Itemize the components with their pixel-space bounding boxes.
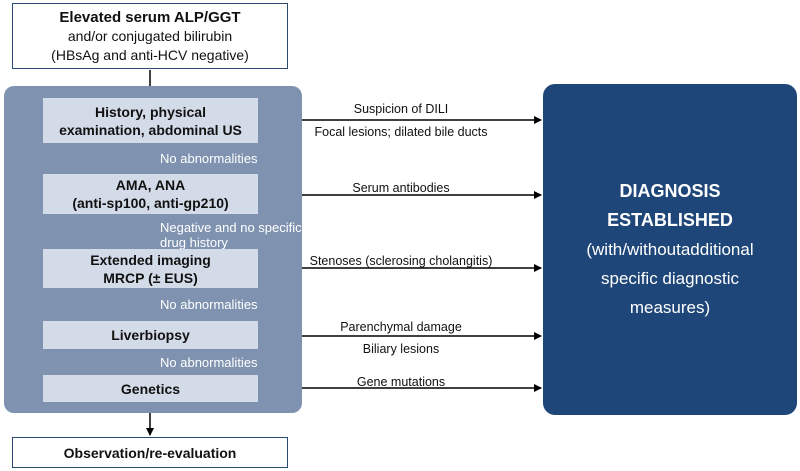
step-history-exam: History, physical examination, abdominal…: [43, 98, 258, 143]
transition-label-4: No abnormalities: [160, 355, 258, 370]
step-antibodies-line-1: AMA, ANA: [115, 177, 186, 193]
finding-parenchymal-label: Parenchymal damage: [340, 320, 462, 334]
step-biopsy-label: Liverbiopsy: [111, 327, 190, 343]
diagnosis-line-2: ESTABLISHED: [607, 210, 733, 230]
start-line-1: Elevated serum ALP/GGT: [59, 8, 241, 26]
step-history-line-2: examination, abdominal US: [59, 121, 242, 138]
finding-stenoses-label: Stenoses (sclerosing cholangitis): [309, 254, 493, 268]
finding-dili-label: Suspicion of DILI: [353, 102, 449, 116]
observation-box: Observation/re-evaluation: [12, 437, 288, 468]
step-extended-imaging: Extended imaging MRCP (± EUS): [43, 249, 258, 288]
finding-focal-lesions-label: Focal lesions; dilated bile ducts: [314, 125, 488, 139]
diagnosis-line-4: specific diagnostic: [601, 269, 739, 288]
transition-label-1: No abnormalities: [160, 151, 258, 166]
start-line-2: and/or conjugated bilirubin: [67, 27, 233, 44]
step-genetics-label: Genetics: [120, 380, 181, 397]
step-liver-biopsy: Liverbiopsy: [43, 321, 258, 349]
step-antibodies-line-2: (anti-sp100, anti-gp210): [72, 195, 229, 211]
transition-label-2-line-1: Negative and no specific: [160, 220, 302, 235]
observation-label: Observation/re-evaluation: [63, 444, 237, 461]
diagnosis-line-1: DIAGNOSIS: [619, 181, 721, 201]
step-antibodies: AMA, ANA (anti-sp100, anti-gp210): [43, 174, 258, 214]
step-imaging-line-2: MRCP (± EUS): [103, 269, 198, 286]
finding-serum-antibodies-label: Serum antibodies: [352, 181, 450, 195]
step-imaging-line-1: Extended imaging: [90, 251, 211, 268]
step-history-line-1: History, physical: [94, 103, 206, 120]
start-criteria-box: Elevated serum ALP/GGT and/or conjugated…: [12, 3, 288, 69]
finding-biliary-label: Biliary lesions: [362, 342, 440, 356]
step-genetics: Genetics: [43, 375, 258, 402]
start-line-3: (HBsAg and anti-HCV negative): [51, 46, 249, 63]
diagnosis-line-3: (with/withoutadditional: [586, 240, 754, 259]
transition-label-3: No abnormalities: [160, 297, 258, 312]
diagnosis-established-box: DIAGNOSIS ESTABLISHED (with/withoutaddit…: [543, 84, 797, 415]
finding-gene-mutations-label: Gene mutations: [356, 375, 446, 389]
diagnosis-line-5: measures): [629, 298, 711, 317]
transition-label-2-line-2: drug history: [160, 235, 228, 250]
